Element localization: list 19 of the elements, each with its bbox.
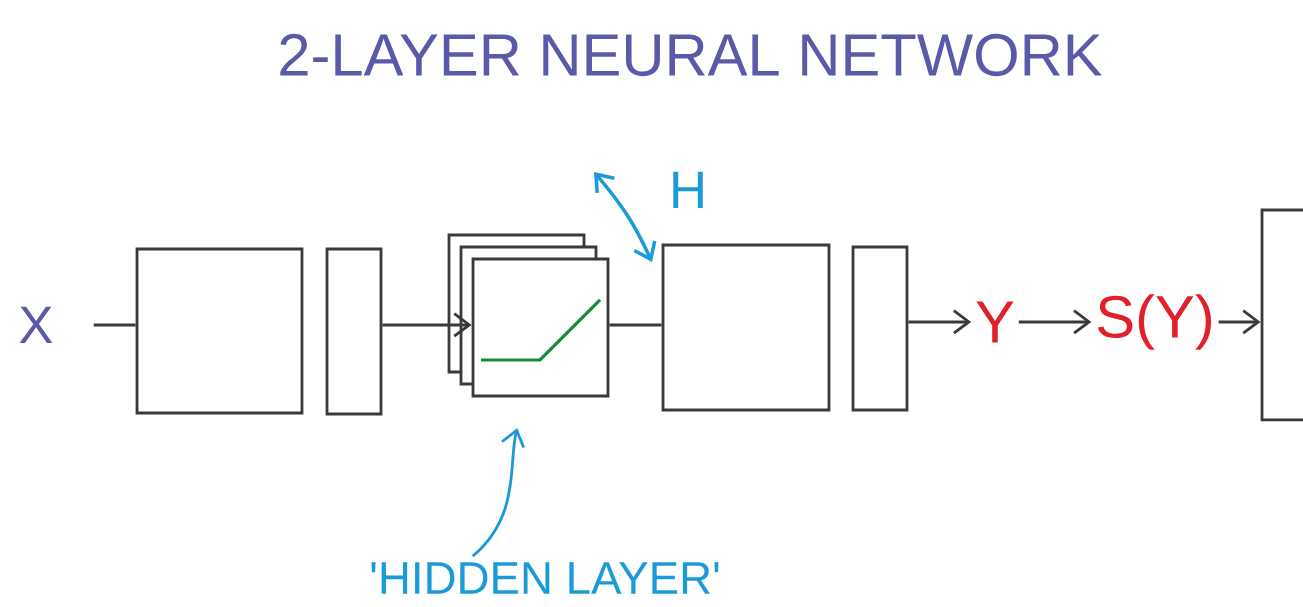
hidden-layer-drawing (447, 233, 610, 398)
arrow (908, 309, 972, 335)
output-label: Y (976, 301, 1014, 343)
leader-arrow (471, 427, 525, 558)
layer-box (135, 247, 304, 415)
hidden-layer-label: 'HIDDEN LAYER' (371, 562, 719, 594)
connector-line (609, 323, 662, 327)
layer-box (661, 243, 831, 412)
layer-box (325, 247, 383, 416)
arrow (1018, 309, 1092, 335)
input-label: X (19, 306, 53, 344)
size-label: H (673, 171, 703, 209)
layer-box (1260, 208, 1303, 422)
arrow (382, 312, 472, 338)
title: 2-LAYER NEURAL NETWORK (280, 33, 1102, 77)
arrow (1218, 309, 1261, 335)
output-label: S(Y) (1097, 294, 1212, 350)
connector-line (93, 323, 136, 327)
layer-box (851, 245, 909, 412)
